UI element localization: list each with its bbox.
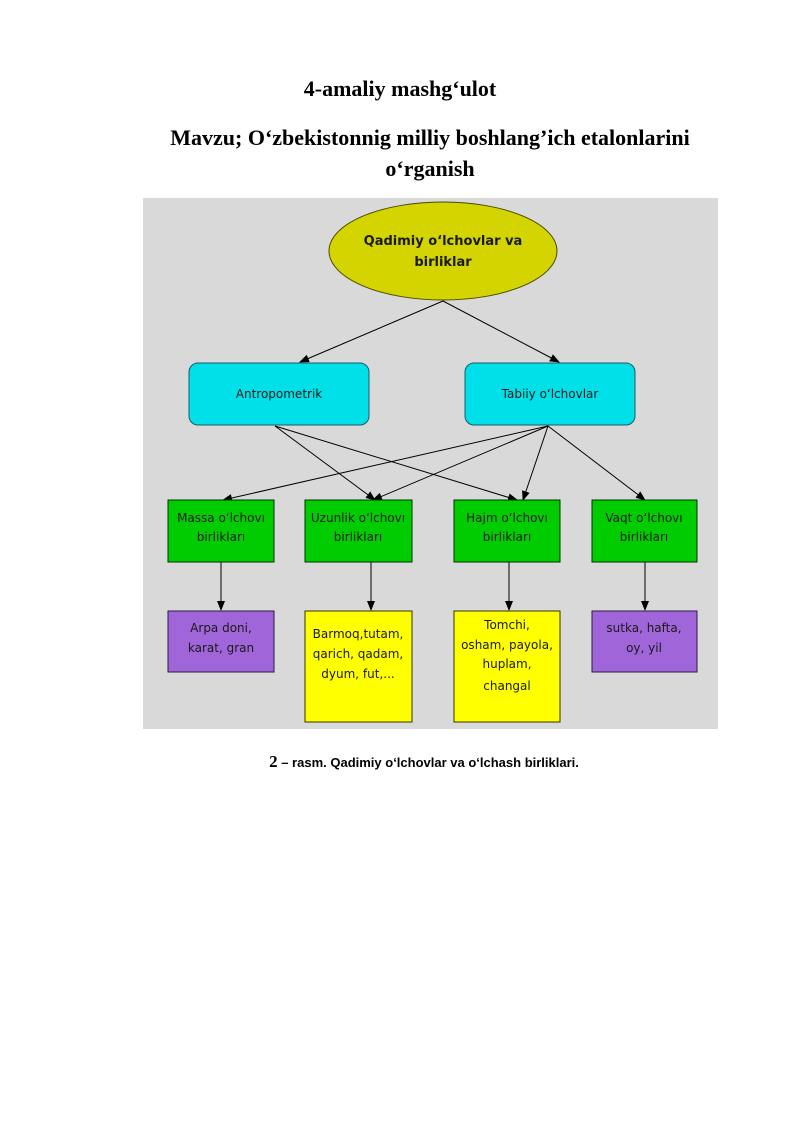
unit-hajm: Hajm o‘lchovı birlikları (453, 499, 561, 563)
example-hajm-line-1: Tomchi, (483, 618, 530, 632)
example-uzunlik-line-2: qarich, qadam, (313, 647, 404, 661)
unit-vaqt: Vaqt o‘lchovı birlikları (591, 499, 698, 563)
unit-uzunlik-line-2: birlikları (334, 530, 382, 544)
unit-hajm-line-2: birlikları (483, 530, 531, 544)
example-hajm-line-4: changal (483, 679, 530, 693)
diagram-svg: Qadimiy o‘lchovlar va birliklar Antropom… (167, 201, 698, 723)
page-subtitle: Mavzu; O‘zbekistonnig milliy boshlang’ic… (110, 122, 750, 184)
category-tabiiy-label: Tabiiy o‘lchovlar (501, 387, 599, 401)
unit-massa-line-2: birlikları (197, 530, 245, 544)
example-massa-line-1: Arpa doni, (190, 621, 252, 635)
root-label-line-2: birliklar (414, 255, 472, 270)
category-antropometrik: Antropometrik (188, 362, 370, 426)
example-vaqt-line-1: sutka, hafta, (606, 621, 681, 635)
example-hajm-line-3: huplam, (482, 657, 531, 671)
root-label-line-1: Qadimiy o‘lchovlar va (364, 234, 523, 249)
root-node: Qadimiy o‘lchovlar va birliklar (328, 201, 558, 301)
unit-vaqt-line-2: birlikları (620, 530, 668, 544)
example-hajm: Tomchi, osham, payola, huplam, changal (453, 610, 561, 723)
arrow-right-to-uzunlik (372, 425, 549, 501)
figure-caption: 2 – rasm. Qadimiy o‘lchovlar va o‘lchash… (0, 752, 800, 772)
arrow-left-to-hajm (274, 425, 518, 502)
example-uzunlik: Barmoq,tutam, qarich, qadam, dyum, fut,.… (304, 610, 413, 723)
example-massa-line-2: karat, gran (188, 641, 254, 655)
unit-massa-line-1: Massa o‘lchovı (177, 511, 265, 525)
figure-caption-text: – rasm. Qadimiy o‘lchovlar va o‘lchash b… (277, 755, 579, 770)
example-vaqt-line-2: oy, yil (626, 641, 662, 655)
category-tabiiy: Tabiiy o‘lchovlar (464, 362, 636, 426)
example-uzunlik-line-3: dyum, fut,... (321, 667, 394, 681)
connectors (217, 300, 649, 611)
unit-massa: Massa o‘lchovı birlikları (167, 499, 275, 563)
category-antropometrik-label: Antropometrik (236, 387, 323, 401)
example-vaqt: sutka, hafta, oy, yil (591, 610, 698, 673)
arrow-root-to-right (442, 300, 560, 363)
subtitle-line-2: o‘rganish (385, 156, 475, 181)
example-hajm-line-2: osham, payola, (461, 638, 553, 652)
arrow-right-to-massa (222, 425, 549, 502)
diagram-figure: Qadimiy o‘lchovlar va birliklar Antropom… (143, 198, 718, 729)
unit-hajm-line-1: Hajm o‘lchovı (466, 511, 548, 525)
page-title: 4-amaliy mashg‘ulot (303, 76, 497, 101)
unit-uzunlik: Uzunlik o‘lchovı birlikları (304, 499, 413, 563)
arrow-right-to-hajm (522, 425, 549, 501)
arrow-root-to-left (299, 300, 444, 363)
arrow-left-to-uzunlik (274, 425, 376, 501)
arrow-right-to-vaqt (547, 425, 646, 501)
subtitle-line-1: Mavzu; O‘zbekistonnig milliy boshlang’ic… (170, 125, 690, 150)
figure-number: 2 (269, 752, 278, 771)
unit-vaqt-line-1: Vaqt o‘lchovı (605, 511, 682, 525)
unit-uzunlik-line-1: Uzunlik o‘lchovı (311, 511, 405, 525)
example-uzunlik-line-1: Barmoq,tutam, (313, 627, 404, 641)
example-massa: Arpa doni, karat, gran (167, 610, 275, 673)
